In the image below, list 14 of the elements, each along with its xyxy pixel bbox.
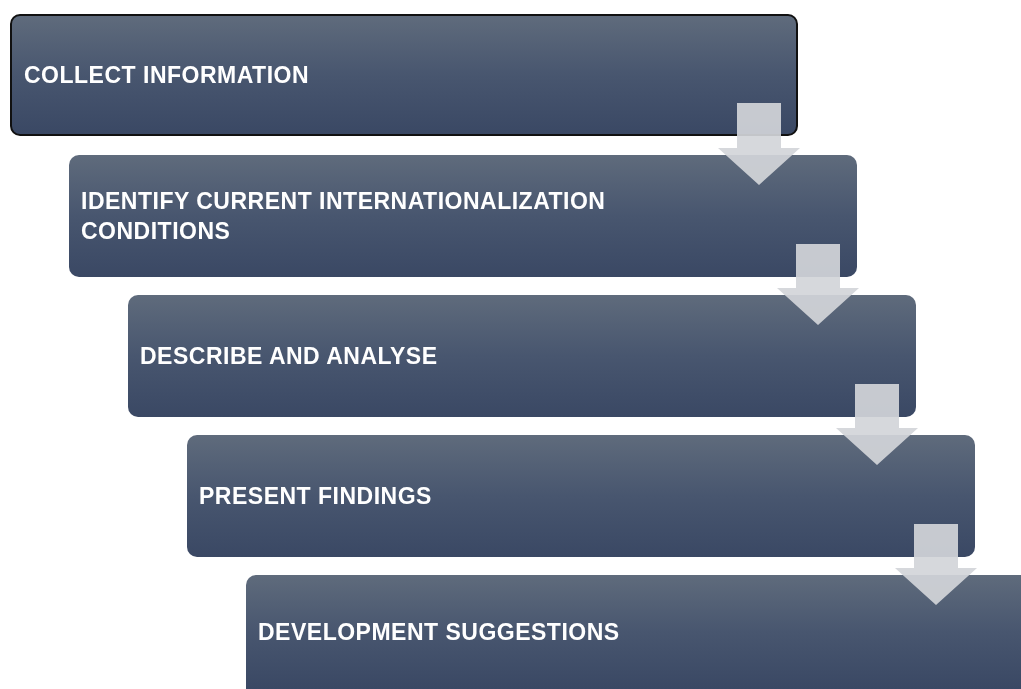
down-arrow [836, 384, 918, 465]
process-box [246, 575, 1021, 689]
process-box [187, 435, 975, 557]
step-label: DEVELOPMENT SUGGESTIONS [258, 618, 620, 647]
step-label: DESCRIBE AND ANALYSE [140, 342, 438, 371]
process-box [10, 14, 798, 136]
process-box [128, 295, 916, 417]
step-label: COLLECT INFORMATION [24, 61, 310, 90]
down-arrow [718, 103, 800, 185]
down-arrow [777, 244, 859, 325]
step-label: PRESENT FINDINGS [199, 482, 432, 511]
down-arrow [895, 524, 977, 605]
step-label: IDENTIFY CURRENT INTERNATIONALIZATION CONDITIONS [81, 187, 607, 246]
process-box [69, 155, 857, 277]
